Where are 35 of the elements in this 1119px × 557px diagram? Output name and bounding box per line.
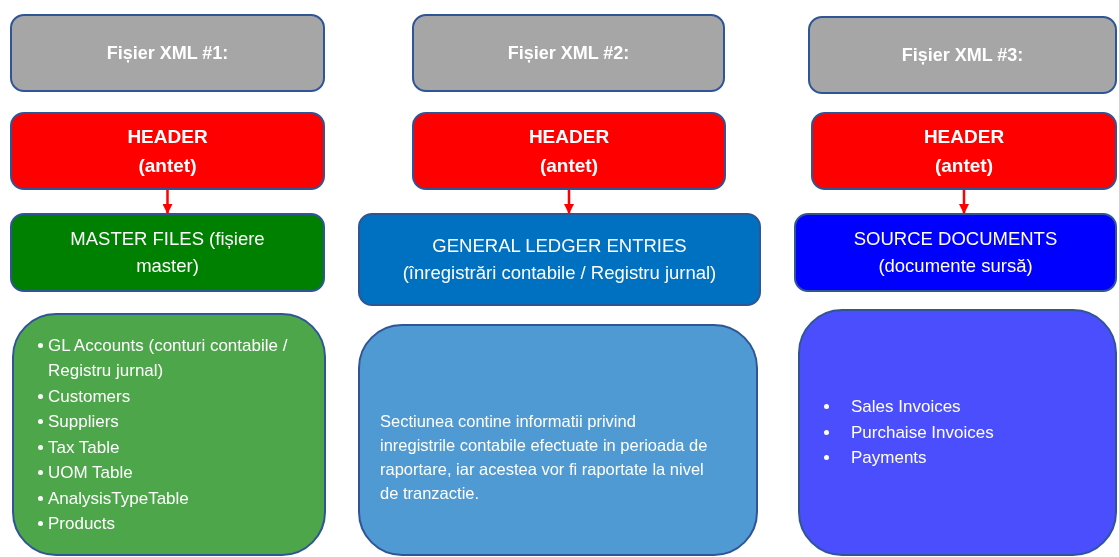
header-label: HEADER (antet): [922, 124, 1006, 178]
content-panel: [358, 324, 758, 556]
section-label: SOURCE DOCUMENTS (documente sursă): [852, 226, 1059, 278]
description-text: Sectiunea contine informatii privind inregistrile contabile efectuate in perioada de raportare, iar acestea vor fi raportate la nivel de tranzactie.: [380, 411, 709, 504]
list-item: Products: [48, 513, 116, 535]
content-panel: [12, 313, 326, 556]
section-label: MASTER FILES (fișiere master): [69, 226, 266, 278]
file-box: [412, 14, 725, 92]
list-item: Tax Table: [48, 436, 120, 459]
file-title: Fișier XML #3:: [901, 44, 1024, 66]
file-title: Fișier XML #2:: [507, 42, 630, 64]
content-panel: [798, 309, 1117, 556]
section-box: [794, 213, 1117, 292]
section-box: [10, 213, 325, 292]
arrow: [162, 190, 173, 214]
header-box: [412, 112, 726, 190]
file-box: [808, 16, 1117, 94]
header-label: HEADER (antet): [126, 124, 209, 178]
list-item: Payments: [851, 447, 927, 470]
arrow: [959, 190, 969, 214]
arrow: [564, 190, 574, 214]
list-item: AnalysisTypeTable: [48, 487, 189, 510]
header-box: [10, 112, 325, 190]
section-box: [358, 213, 761, 306]
list-item: Sales Invoices: [851, 396, 961, 419]
section-label: GENERAL LEDGER ENTRIES (înregistrări contabile / Registru jurnal): [401, 233, 718, 285]
file-box: [10, 14, 325, 92]
header-box: [811, 112, 1117, 190]
header-label: HEADER (antet): [527, 124, 611, 178]
list-item: GL Accounts (conturi contabile / Registru jurnal): [48, 334, 288, 382]
list-item: Suppliers: [48, 411, 119, 433]
list-item: UOM Table: [48, 462, 133, 484]
list-item: Customers: [48, 385, 131, 408]
list-item: Purchaise Invoices: [851, 421, 994, 444]
file-title: Fișier XML #1:: [106, 42, 229, 64]
